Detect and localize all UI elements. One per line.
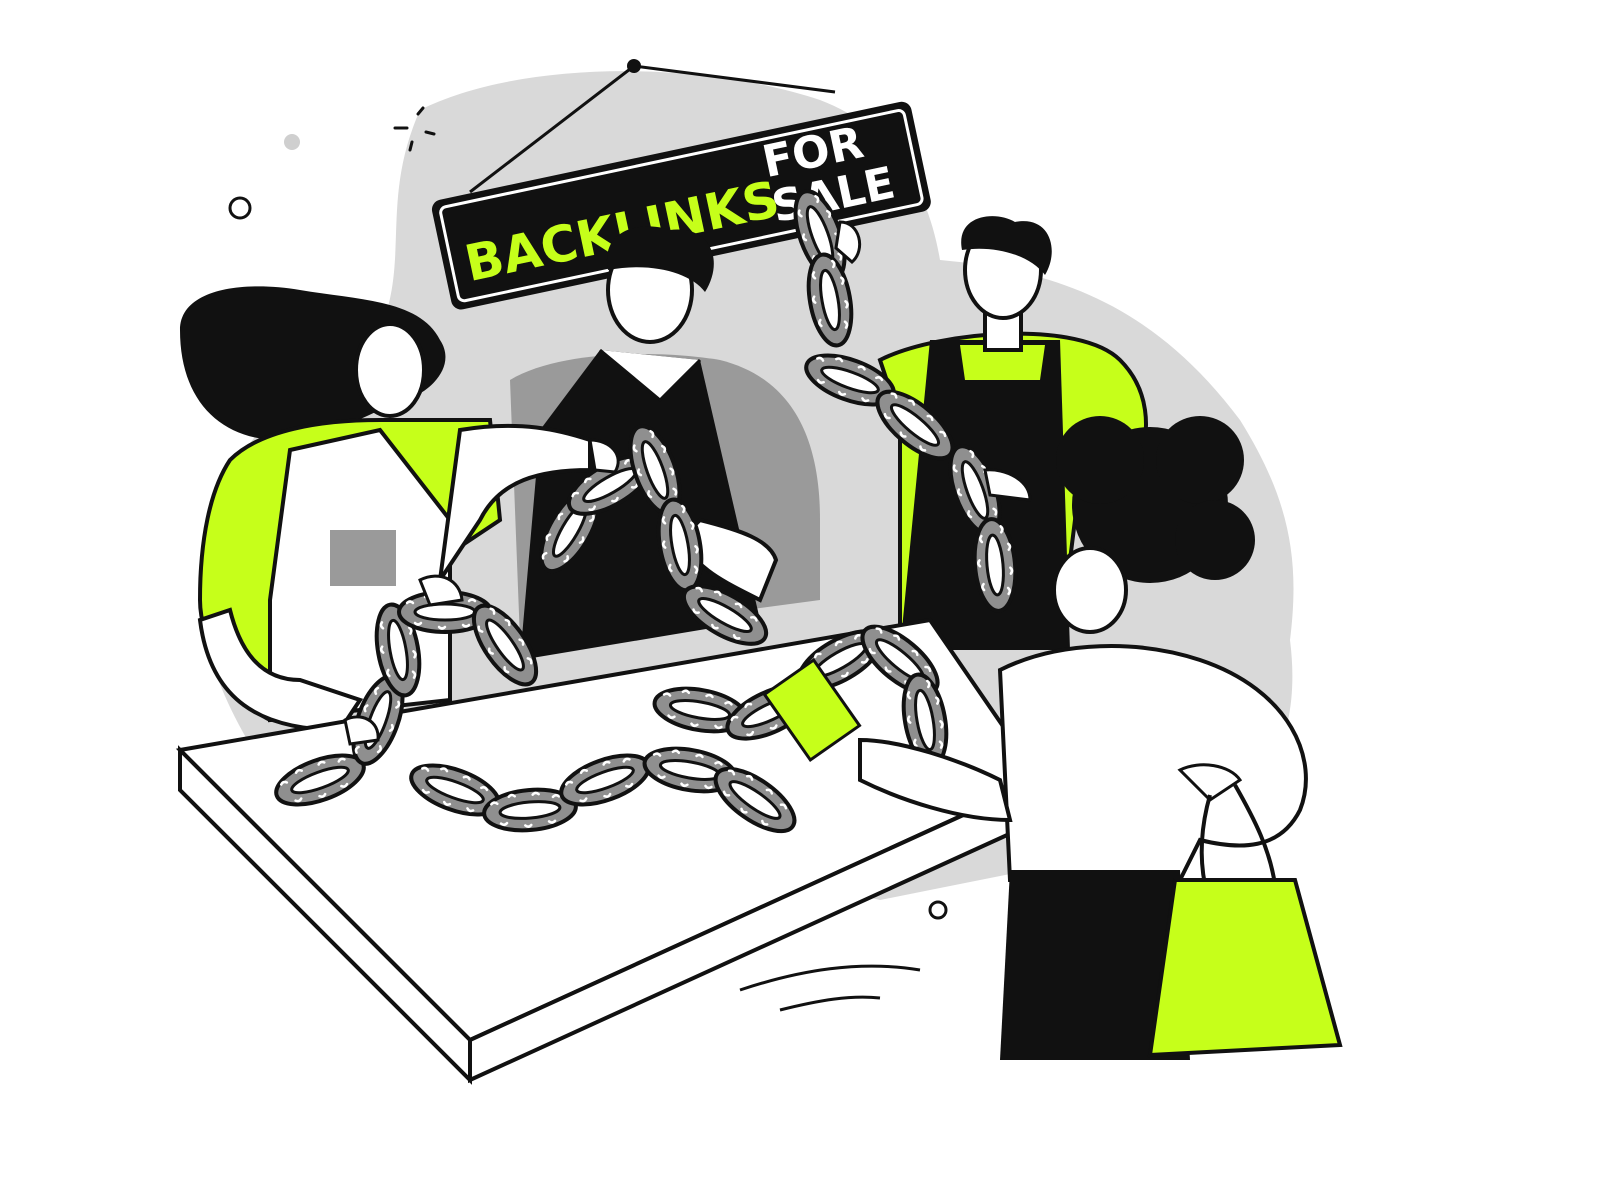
dot-icon bbox=[284, 134, 300, 150]
customer bbox=[762, 416, 1308, 1060]
sparkle-icon bbox=[393, 106, 436, 152]
circle-icon bbox=[228, 196, 252, 220]
shopping-bag bbox=[1147, 784, 1343, 1058]
butcher-middle bbox=[510, 226, 820, 660]
hands bbox=[343, 220, 1032, 746]
